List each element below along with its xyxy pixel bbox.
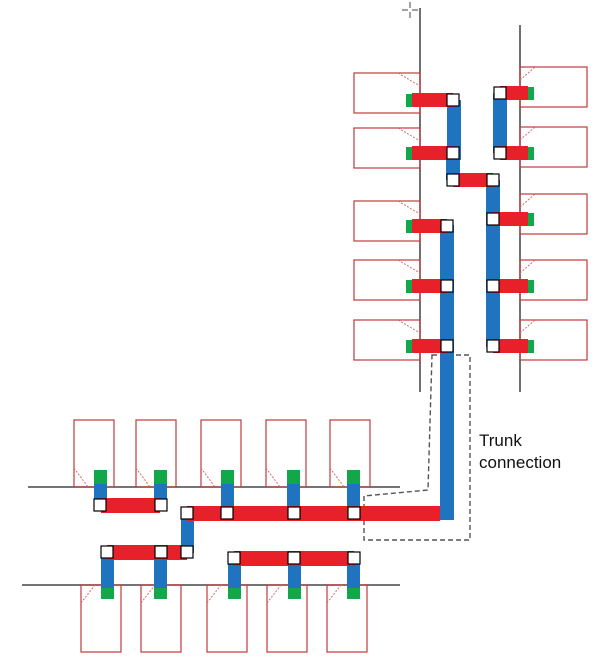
wire-horizontal xyxy=(412,219,447,233)
via xyxy=(100,545,114,559)
pin xyxy=(154,586,167,599)
wire-horizontal xyxy=(500,146,528,160)
trunk-label-line1: Trunk xyxy=(479,431,522,450)
via xyxy=(220,506,234,520)
via xyxy=(486,279,500,293)
trunk-outline xyxy=(363,354,471,541)
crosshair-icon xyxy=(402,2,418,18)
via xyxy=(93,498,107,512)
pin xyxy=(94,470,107,486)
cell-hatches xyxy=(73,66,536,604)
wire-horizontal xyxy=(412,279,447,293)
wire-horizontal xyxy=(101,498,160,513)
vias xyxy=(93,86,507,565)
via xyxy=(493,146,507,160)
pin xyxy=(221,470,234,486)
wire-vertical xyxy=(447,100,461,160)
wire-horizontal xyxy=(453,173,493,187)
via xyxy=(446,146,460,160)
via xyxy=(440,219,454,233)
wire-horizontal xyxy=(500,86,528,100)
via xyxy=(154,545,168,559)
via xyxy=(347,551,361,565)
via xyxy=(446,93,460,107)
via xyxy=(154,498,168,512)
wire-horizontal xyxy=(493,339,528,353)
pin xyxy=(101,586,114,599)
via xyxy=(486,212,500,226)
cell xyxy=(206,584,248,653)
via xyxy=(287,506,301,520)
pin xyxy=(288,586,301,599)
via xyxy=(180,545,194,559)
pins xyxy=(94,87,534,599)
wire-horizontal xyxy=(412,93,453,107)
via xyxy=(287,551,301,565)
via xyxy=(347,506,361,520)
via xyxy=(486,339,500,353)
wire-horizontal xyxy=(493,279,528,293)
vertical-wires xyxy=(94,93,507,588)
via xyxy=(446,173,460,187)
pin xyxy=(347,470,360,486)
wire-vertical xyxy=(486,180,500,347)
pin xyxy=(154,470,167,486)
pin xyxy=(228,586,241,599)
via xyxy=(493,86,507,100)
wire-horizontal xyxy=(412,339,447,353)
wire-horizontal xyxy=(107,545,187,560)
pin xyxy=(347,586,360,599)
via xyxy=(440,279,454,293)
via xyxy=(180,506,194,520)
pin xyxy=(287,470,300,486)
trunk-vertical xyxy=(440,345,454,520)
wire-horizontal xyxy=(412,146,453,160)
cell xyxy=(265,419,307,488)
wire-horizontal xyxy=(493,212,528,226)
via xyxy=(440,339,454,353)
via xyxy=(227,551,241,565)
trunk-horizontal xyxy=(187,506,440,521)
trunk-label-line2: connection xyxy=(479,453,561,472)
via xyxy=(486,173,500,187)
cell xyxy=(266,584,308,653)
wire-vertical xyxy=(493,93,507,153)
